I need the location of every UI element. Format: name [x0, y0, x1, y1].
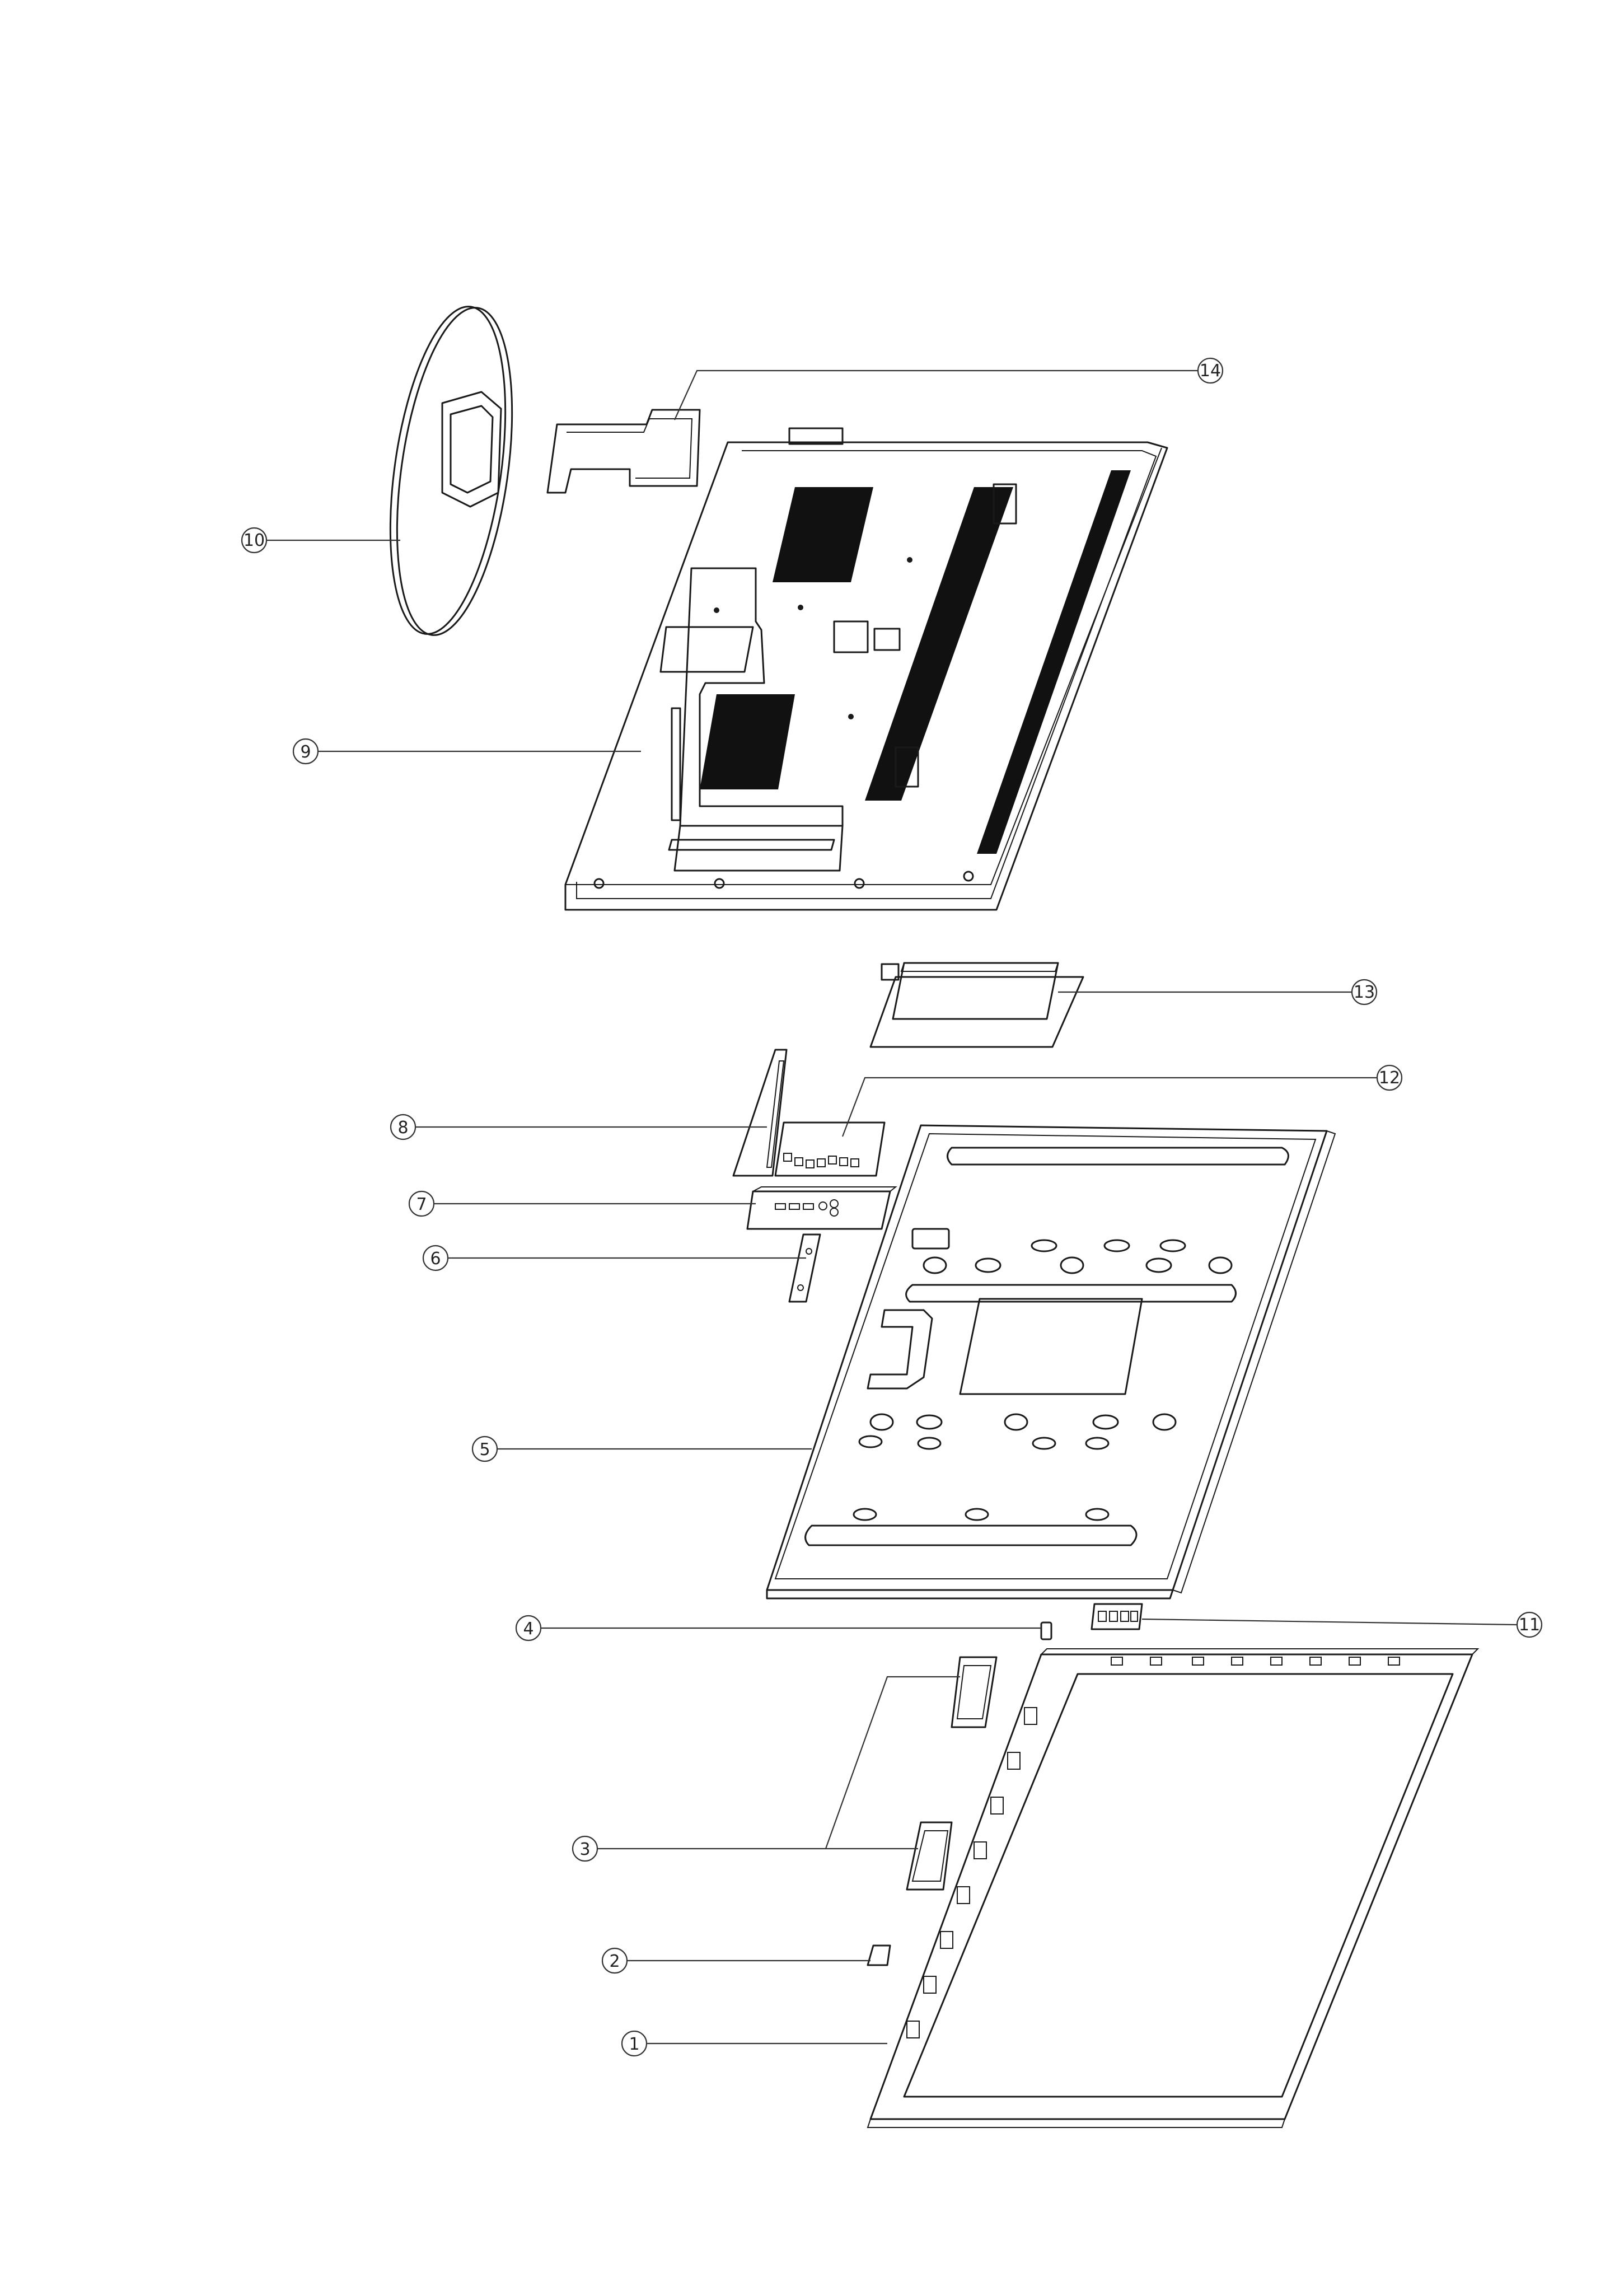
callout-8: 8	[391, 1115, 415, 1139]
stand-base-part	[372, 300, 530, 643]
callout-13-label: 13	[1354, 983, 1375, 1002]
callout-5-label: 5	[479, 1440, 490, 1460]
callout-9-label: 9	[300, 742, 311, 762]
callout-12-label: 12	[1379, 1068, 1400, 1088]
callout-2: 2	[602, 1948, 627, 1973]
callout-4-label: 4	[523, 1619, 533, 1639]
callout-2-label: 2	[609, 1952, 620, 1971]
front-bezel-part	[868, 1649, 1478, 2127]
callout-7-label: 7	[416, 1195, 427, 1214]
clip-part	[1041, 1622, 1051, 1639]
callout-8-label: 8	[397, 1118, 408, 1138]
callout-3: 3	[573, 1836, 597, 1861]
power-board-part	[870, 963, 1083, 1047]
callout-14: 14	[1198, 358, 1223, 383]
callout-3-label: 3	[579, 1840, 590, 1859]
callout-13: 13	[1352, 980, 1377, 1004]
speaker-parts	[907, 1657, 996, 1890]
stand-neck-part	[547, 410, 700, 493]
middle-frame-part	[767, 1125, 1335, 1598]
callout-1: 1	[622, 2031, 647, 2056]
rear-cover-part	[565, 428, 1167, 910]
callout-10-label: 10	[244, 531, 265, 550]
side-bracket-part	[747, 1187, 896, 1229]
callout-10: 10	[242, 528, 266, 553]
callout-6: 6	[423, 1246, 448, 1270]
callout-6-label: 6	[430, 1249, 441, 1269]
small-bracket-part	[789, 1234, 820, 1302]
callout-11-label: 11	[1519, 1615, 1540, 1635]
callout-11: 11	[1517, 1612, 1542, 1637]
callout-5: 5	[472, 1437, 497, 1461]
callout-14-label: 14	[1200, 361, 1221, 381]
keypad-board-part	[1092, 1604, 1142, 1629]
callout-12: 12	[1377, 1065, 1402, 1090]
main-board-part	[775, 1123, 884, 1176]
leader-lines	[266, 371, 1517, 2044]
small-clip-part	[868, 1946, 890, 1965]
callout-1-label: 1	[629, 2035, 639, 2054]
callout-9: 9	[293, 739, 318, 764]
callout-4: 4	[516, 1616, 541, 1640]
callout-7: 7	[409, 1191, 434, 1216]
